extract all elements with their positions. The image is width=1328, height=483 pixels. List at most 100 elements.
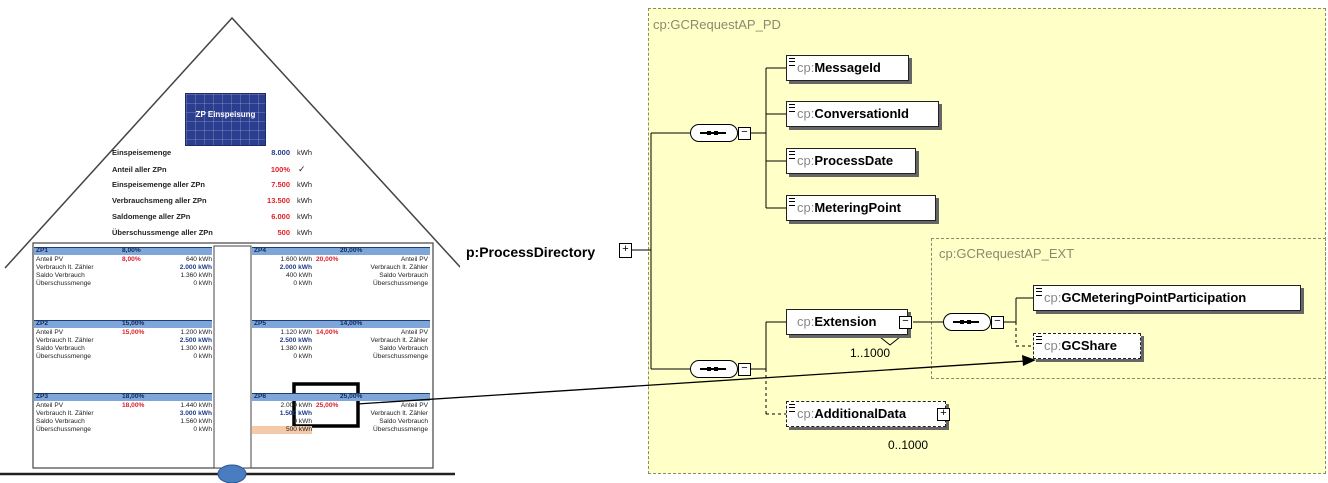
zp-row-label: Überschussmenge — [373, 353, 428, 360]
zp-row-label: Verbrauch lt. Zähler — [36, 410, 94, 417]
root-element-processdirectory[interactable]: p:ProcessDirectory — [466, 244, 596, 260]
summary-value: 6.000 — [271, 212, 290, 221]
zp-row-value: 640 kWh — [185, 256, 212, 263]
documentation-icon — [789, 404, 795, 412]
zp-row-value: 1.500 kWh — [279, 410, 312, 417]
root-expand-icon[interactable]: + — [619, 243, 632, 258]
inner-type-box — [931, 238, 1326, 379]
arrow-zp6-to-gcshare — [356, 355, 1036, 405]
documentation-icon — [789, 198, 795, 206]
check-icon: ✓ — [298, 164, 306, 174]
zp-row-value: 1.300 kWh — [180, 345, 212, 352]
zp-row-label: Verbrauch lt. Zähler — [370, 337, 428, 344]
summary-label: Verbrauchsmeng aller ZPn — [112, 196, 207, 205]
zp6-highlight-box — [292, 382, 360, 428]
zp-percent: 25,00% — [340, 393, 363, 400]
zp-header: ZP6 25,00% — [252, 393, 430, 401]
zp-row-label: Saldo Verbrauch — [379, 272, 428, 279]
expand-icon[interactable]: − — [899, 316, 912, 329]
zp-header: ZP1 8,00% — [34, 247, 212, 255]
element-gcshare[interactable]: cp:GCShare — [1033, 333, 1141, 359]
summary-value: 8.000 — [271, 148, 290, 157]
zp-name: ZP2 — [36, 320, 49, 327]
zp-pv-share: 8,00% — [122, 256, 141, 263]
zp-name: ZP1 — [36, 247, 49, 254]
zp-row-value: 0 kWh — [293, 280, 312, 287]
sequence-compositor-1: − — [690, 124, 751, 142]
summary-row: Anteil aller ZPn 100% ✓ — [112, 164, 332, 178]
zp-row-value: 0 kWh — [293, 353, 312, 360]
outer-type-title: cp:GCRequestAP_PD — [653, 17, 781, 32]
documentation-icon — [1036, 288, 1042, 296]
zp-row-value: 0 kWh — [293, 418, 312, 425]
zp-row-label: Überschussmenge — [36, 353, 91, 360]
collapse-icon[interactable]: − — [991, 316, 1004, 329]
documentation-icon — [789, 104, 795, 112]
zp-row-value: 2.000 kWh — [280, 402, 312, 409]
zp-name: ZP5 — [254, 320, 267, 327]
element-additionaldata[interactable]: cp:AdditionalData+ — [786, 401, 950, 427]
summary-unit: kWh — [297, 212, 312, 221]
zp-row-label: Überschussmenge — [36, 280, 91, 287]
element-conversationid[interactable]: cp:ConversationId — [786, 101, 939, 127]
zp-row-label: Anteil PV — [36, 256, 64, 263]
zp-row-label: Anteil PV — [36, 402, 64, 409]
element-processdate[interactable]: cp:ProcessDate — [786, 148, 916, 174]
summary-unit: kWh — [297, 180, 312, 189]
element-extension[interactable]: cp:Extension− — [786, 309, 912, 335]
summary-unit: kWh — [297, 228, 312, 237]
sequence-compositor-2: − — [690, 360, 751, 378]
zp-percent: 15,00% — [122, 320, 145, 327]
zp-row-label: Saldo Verbrauch — [379, 418, 428, 425]
zp-row-value: 2.000 kWh — [279, 264, 312, 271]
documentation-icon — [1036, 336, 1042, 344]
summary-row: Saldomenge aller ZPn 6.000 kWh — [112, 212, 332, 225]
element-gcmeteringpointparticipation[interactable]: cp:GCMeteringPointParticipation — [1033, 285, 1301, 311]
zp-row-value: 1.440 kWh — [180, 402, 212, 409]
zp-name: ZP6 — [254, 393, 267, 400]
documentation-icon — [789, 151, 795, 159]
zp-row-label: Überschussmenge — [373, 280, 428, 287]
element-messageid[interactable]: cp:MessageId — [786, 55, 909, 81]
zp-pv-share: 15,00% — [122, 329, 145, 336]
zp-row-value: 1.360 kWh — [180, 272, 212, 279]
zp-row-value: 500 kWh — [252, 426, 312, 434]
zp-header: ZP2 15,00% — [34, 320, 212, 328]
zp-row-label: Anteil PV — [400, 402, 428, 409]
zp-pv-share: 18,00% — [122, 402, 145, 409]
summary-label: Überschussmenge aller ZPn — [112, 228, 213, 237]
zp-row-label: Überschussmenge — [36, 426, 91, 433]
zp-row-label: Verbrauch lt. Zähler — [36, 337, 94, 344]
expand-icon[interactable]: + — [937, 408, 950, 421]
sequence-icon — [953, 320, 979, 324]
collapse-icon[interactable]: − — [738, 363, 751, 376]
zp-row-label: Verbrauch lt. Zähler — [36, 264, 94, 271]
zp-pv-share: 25,00% — [316, 402, 339, 409]
summary-label: Einspeisemenge aller ZPn — [112, 180, 205, 189]
summary-value: 100% — [270, 165, 290, 174]
summary-label: Anteil aller ZPn — [112, 165, 167, 174]
summary-value: 13.500 — [267, 196, 290, 205]
summary-label: Saldomenge aller ZPn — [112, 212, 191, 221]
summary-unit: kWh — [297, 148, 312, 157]
zp-row-value: 0 kWh — [193, 426, 212, 433]
summary-label: Einspeisemenge — [112, 148, 172, 157]
zp-row-value: 0 kWh — [193, 280, 212, 287]
zp-row-label: Verbrauch lt. Zähler — [370, 264, 428, 271]
zp-percent: 8,00% — [122, 247, 141, 254]
zp-pv-share: 20,00% — [316, 256, 339, 263]
zp-pv-share: 14,00% — [316, 329, 339, 336]
zp-name: ZP4 — [254, 247, 267, 254]
zp-row-value: 3.000 kWh — [179, 410, 212, 417]
documentation-icon — [789, 58, 795, 66]
element-meteringpoint[interactable]: cp:MeteringPoint — [786, 195, 936, 221]
zp-row-label: Anteil PV — [36, 329, 64, 336]
zp-row-label: Verbrauch lt. Zähler — [370, 410, 428, 417]
collapse-icon[interactable]: − — [738, 127, 751, 140]
zp-row-label: Saldo Verbrauch — [36, 418, 85, 425]
